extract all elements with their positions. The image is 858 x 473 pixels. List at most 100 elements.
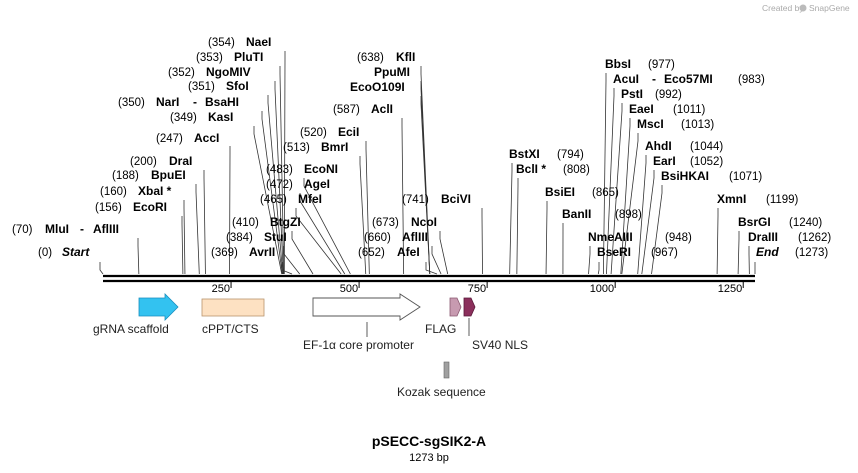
site-banii[interactable]: BanII (898) <box>562 207 642 221</box>
feature-label: cPPT/CTS <box>202 322 259 336</box>
site-nari[interactable]: (350) NarI - BsaHI <box>118 95 239 109</box>
site-acci[interactable]: (247) AccI <box>156 131 219 145</box>
site-name: BseRI <box>597 245 631 259</box>
site-bseri[interactable]: BseRI (967) <box>597 245 678 259</box>
site-xmni[interactable]: XmnI (1199) <box>717 192 799 206</box>
site-bsihkai[interactable]: BsiHKAI (1071) <box>661 169 762 183</box>
map-title: pSECC-sgSIK2-A <box>372 433 486 449</box>
site-name: PstI <box>621 87 643 101</box>
ruler-tick-label: 250 <box>212 283 230 295</box>
site-acii[interactable]: (587) AclI <box>333 102 393 116</box>
credit-brand: SnapGene <box>809 3 850 13</box>
site-name: NarI <box>156 95 179 109</box>
feature-kozak-sequence[interactable]: Kozak sequence <box>397 361 486 399</box>
site-leader-line <box>425 262 438 275</box>
site-btgzi[interactable]: (410) BtgZI <box>232 215 301 229</box>
site-bcivi[interactable]: (741) BciVI <box>402 192 471 206</box>
site-afliii2[interactable]: (660) AflIII <box>364 230 428 244</box>
site-ecori[interactable]: (156) EcoRI <box>95 200 167 214</box>
site-start[interactable]: (0) Start <box>38 245 90 259</box>
site-draiii[interactable]: DraIII (1262) <box>748 230 831 244</box>
site-mlui[interactable]: (70) MluI - AflIII <box>12 222 119 236</box>
site-ppumi[interactable]: PpuMI <box>374 65 410 79</box>
site-position: (472) <box>266 179 293 191</box>
ruler-tick-label: 1000 <box>590 283 614 295</box>
site-bcli[interactable]: BclI * (808) <box>516 162 590 176</box>
site-leader-line <box>737 231 740 275</box>
site-leader-line <box>716 208 719 275</box>
site-name: BclI * <box>516 162 546 176</box>
site-psti[interactable]: PstI (992) <box>621 87 682 101</box>
site-xbai[interactable]: (160) XbaI * <box>100 184 172 198</box>
site-pluti[interactable]: (353) PluTI <box>196 50 263 64</box>
feature-grna-scaffold[interactable]: gRNA scaffold <box>93 293 179 336</box>
site-ngomiv[interactable]: (352) NgoMIV <box>168 65 251 79</box>
site-name: MscI <box>637 117 664 131</box>
site-leader-line <box>283 51 286 275</box>
site-name: KflI <box>396 50 415 64</box>
feature-cppt-cts[interactable]: cPPT/CTS <box>201 298 265 336</box>
site-position: (351) <box>188 81 215 93</box>
site-position: (794) <box>557 149 584 161</box>
site-leader-line <box>621 133 639 275</box>
site-ahdi[interactable]: AhdI (1044) <box>645 139 723 153</box>
site-avrii[interactable]: (369) AvrII <box>211 245 275 259</box>
site-name: MluI <box>45 222 69 236</box>
site-name: BsiHKAI <box>661 169 709 183</box>
feature-flag[interactable]: FLAG <box>425 297 462 336</box>
site-leader-line <box>365 141 370 275</box>
site-econi[interactable]: (483) EcoNI <box>266 162 338 176</box>
site-position: (638) <box>357 52 384 64</box>
site-bstxi[interactable]: BstXI (794) <box>509 147 584 161</box>
site-kasi[interactable]: (349) KasI <box>170 110 233 124</box>
site-msci[interactable]: MscI (1013) <box>637 117 714 131</box>
site-name: AvrII <box>249 245 275 259</box>
site-ncoi[interactable]: (673) NcoI <box>372 215 437 229</box>
site-bmri[interactable]: (513) BmrI <box>283 140 348 154</box>
site-sfoi[interactable]: (351) SfoI <box>188 79 249 93</box>
site-eaei[interactable]: EaeI (1011) <box>629 102 706 116</box>
site-mfei[interactable]: (465) MfeI <box>260 192 322 206</box>
site-agei[interactable]: (472) AgeI <box>266 177 330 191</box>
site-position: (247) <box>156 133 183 145</box>
site-stui[interactable]: (384) StuI <box>226 230 287 244</box>
site-bsrgi[interactable]: BsrGI (1240) <box>738 215 822 229</box>
site-bpuei[interactable]: (188) BpuEI <box>112 168 186 182</box>
site-eari[interactable]: EarI (1052) <box>653 154 723 168</box>
site-position: (865) <box>592 187 619 199</box>
site-naei[interactable]: (354) NaeI <box>208 35 271 49</box>
feature-ef1a-core-promoter[interactable]: EF-1α core promoter <box>303 293 421 352</box>
site-name: NgoMIV <box>206 65 251 79</box>
site-nmeaiii[interactable]: NmeAIII (948) <box>588 230 692 244</box>
kozak-box <box>443 361 450 379</box>
site-eco0109i[interactable]: EcoO109I <box>350 80 405 94</box>
site-leader-line <box>545 201 548 275</box>
site-acui[interactable]: AcuI - Eco57MI (983) <box>613 72 765 86</box>
site-position: (200) <box>130 156 157 168</box>
site-name: AclI <box>371 102 393 116</box>
site-name: BsaHI <box>205 95 239 109</box>
site-position: (1013) <box>681 119 714 131</box>
site-position: (1052) <box>690 156 723 168</box>
site-position: (352) <box>168 67 195 79</box>
features: gRNA scaffold cPPT/CTS EF-1α core promot… <box>93 293 528 399</box>
site-name: XmnI <box>717 192 746 206</box>
site-name: DraI <box>169 154 192 168</box>
site-position: (410) <box>232 217 259 229</box>
site-leader-line <box>303 178 351 275</box>
site-bbsi[interactable]: BbsI (977) <box>605 57 675 71</box>
site-position: (369) <box>211 247 238 259</box>
site-ecii[interactable]: (520) EciI <box>300 125 359 139</box>
site-bsiei[interactable]: BsiEI (865) <box>545 185 619 199</box>
site-name: NcoI <box>411 215 437 229</box>
site-end[interactable]: End (1273) <box>756 245 828 259</box>
site-name: AgeI <box>304 177 330 191</box>
site-position: (992) <box>655 89 682 101</box>
feature-sv40-nls[interactable]: SV40 NLS <box>463 297 528 352</box>
site-drai[interactable]: (200) DraI <box>130 154 192 168</box>
site-leader-line <box>267 95 284 275</box>
site-afei[interactable]: (652) AfeI <box>358 245 420 259</box>
site-name: EcoNI <box>304 162 338 176</box>
site-kfli[interactable]: (638) KflI <box>357 50 415 64</box>
